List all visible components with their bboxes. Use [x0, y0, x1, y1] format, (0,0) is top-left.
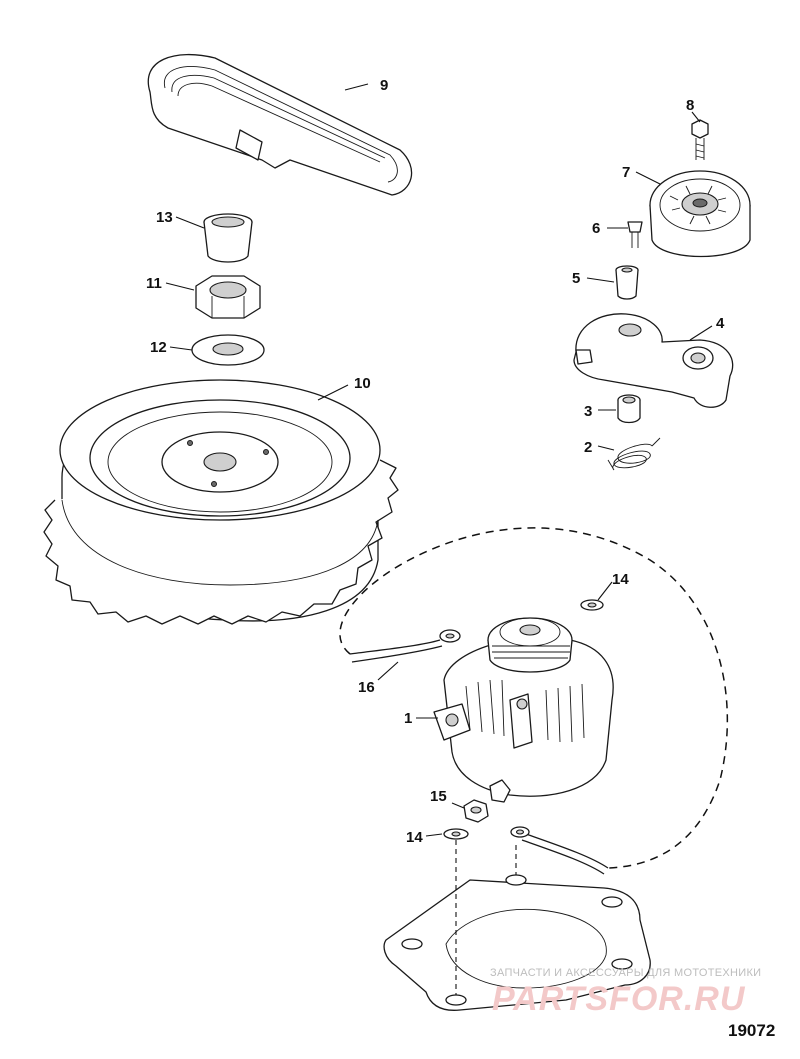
callout-8: 8 — [686, 97, 694, 114]
part-ground-wire — [339, 527, 729, 875]
part-washer-14-bottom — [443, 828, 469, 840]
part-nut — [195, 275, 261, 319]
callout-11: 11 — [146, 275, 162, 292]
callout-12: 12 — [150, 339, 167, 356]
part-spacer-5 — [615, 265, 639, 300]
watermark-brand: PARTSFOR.RU — [492, 980, 746, 1018]
diagram-number: 19072 — [728, 1021, 775, 1040]
callout-16: 16 — [358, 679, 375, 696]
callout-15: 15 — [430, 788, 447, 805]
part-bushing — [203, 213, 253, 263]
callout-7: 7 — [622, 164, 630, 181]
callout-labels: 9 13 11 12 10 8 7 6 5 4 3 2 14 16 1 15 1… — [146, 77, 725, 846]
part-belt — [147, 54, 413, 196]
callout-5: 5 — [572, 270, 580, 287]
part-mounting-bracket — [383, 840, 651, 1011]
part-screw-6 — [627, 221, 643, 248]
part-tensioner-arm — [573, 313, 734, 408]
callout-1: 1 — [404, 710, 412, 727]
callout-9: 9 — [380, 77, 388, 94]
callout-2: 2 — [584, 439, 592, 456]
part-washer-14-top — [580, 599, 604, 611]
part-washer-12 — [191, 334, 265, 366]
part-bushing-3 — [617, 394, 641, 424]
leader-lines — [165, 83, 713, 837]
callout-14-bottom: 14 — [406, 829, 423, 846]
part-flywheel — [43, 379, 399, 625]
part-idler-pulley — [649, 170, 751, 258]
callout-10: 10 — [354, 375, 371, 392]
part-spring — [607, 437, 661, 471]
watermark-tagline: ЗАПЧАСТИ И АКСЕССУАРЫ ДЛЯ МОТОТЕХНИКИ — [490, 967, 761, 979]
callout-13: 13 — [156, 209, 173, 226]
part-bolt-8 — [691, 119, 709, 160]
callout-6: 6 — [592, 220, 600, 237]
callout-3: 3 — [584, 403, 592, 420]
part-alternator — [433, 617, 614, 803]
callout-4: 4 — [716, 315, 725, 332]
part-nut-15 — [463, 799, 489, 823]
callout-14-top: 14 — [612, 571, 629, 588]
